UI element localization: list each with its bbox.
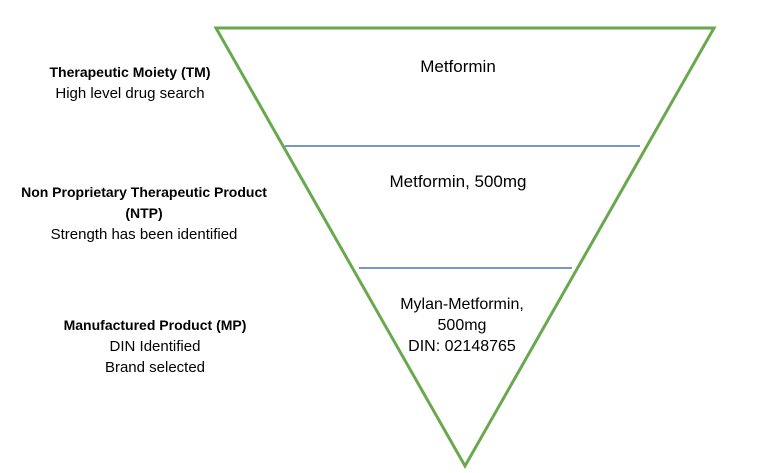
tm-title: Therapeutic Moiety (TM) [49, 64, 211, 80]
ntp-title-line1: Non Proprietary Therapeutic Product [21, 184, 267, 200]
mp-description-line2: Brand selected [104, 359, 206, 376]
mp-description-line1: DIN Identified [109, 338, 201, 355]
mp-title: Manufactured Product (MP) [63, 317, 247, 333]
mp-product-din: DIN: 02148765 [408, 338, 516, 355]
mp-label-group: Manufactured Product (MP) DIN Identified… [35, 315, 275, 378]
mp-product-name: Mylan-Metformin, [400, 296, 524, 313]
ntp-description: Strength has been identified [50, 226, 238, 243]
ntp-label-group: Non Proprietary Therapeutic Product (NTP… [0, 182, 288, 245]
funnel-outline [213, 26, 717, 470]
tm-description: High level drug search [55, 85, 205, 102]
funnel-level-tm-text: Metformin [420, 57, 496, 76]
tm-label-group: Therapeutic Moiety (TM) High level drug … [10, 62, 250, 104]
funnel-level-mp-group: Mylan-Metformin, 500mg DIN: 02148765 [372, 294, 552, 357]
funnel-level-ntp-text: Metformin, 500mg [389, 172, 527, 191]
ntp-title-line2: (NTP) [125, 205, 163, 221]
mp-product-strength: 500mg [437, 317, 487, 334]
